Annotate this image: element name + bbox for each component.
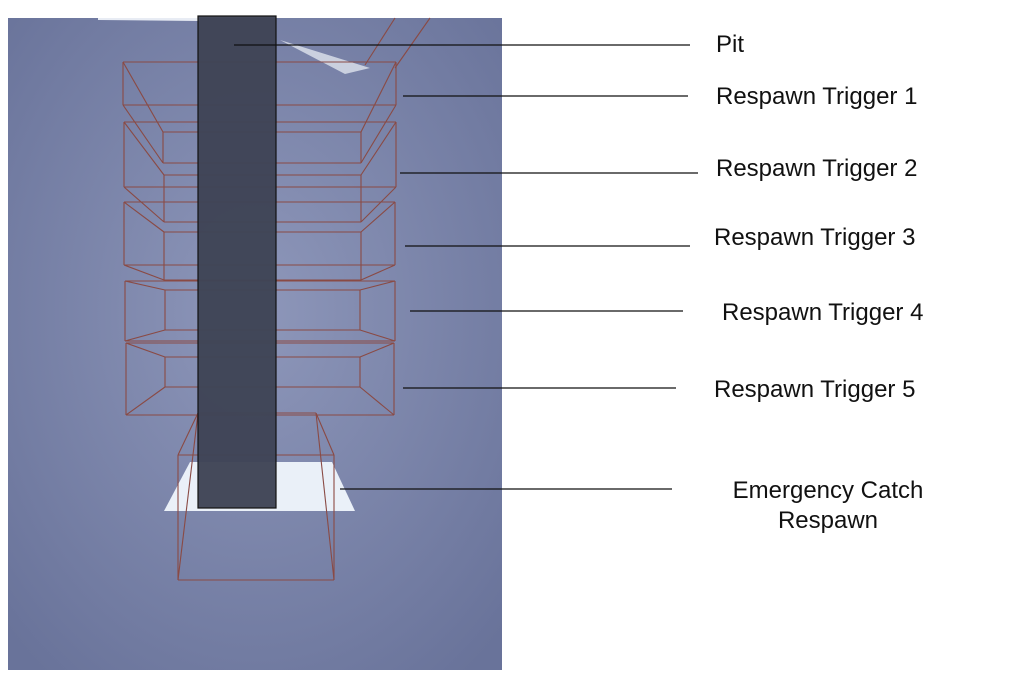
label-emergency-catch-line2: Respawn: [777, 507, 879, 534]
light-streak: [98, 18, 200, 21]
label-emergency-catch-line1: Emergency Catch: [732, 477, 924, 504]
catch-box-wireframe: [177, 412, 335, 581]
label-respawn-trigger-4: Respawn Trigger 4: [722, 299, 924, 326]
label-respawn-trigger-5: Respawn Trigger 5: [714, 376, 916, 403]
label-respawn-trigger-1: Respawn Trigger 1: [716, 83, 918, 110]
leader-lines: [234, 44, 698, 490]
label-pit: Pit: [716, 31, 745, 58]
catch-box: [177, 412, 335, 581]
label-respawn-trigger-3: Respawn Trigger 3: [714, 224, 916, 251]
pit-column: [197, 15, 277, 509]
label-emergency-catch: Emergency Catch Respawn: [708, 476, 948, 536]
label-respawn-trigger-2: Respawn Trigger 2: [716, 155, 918, 182]
light-streak: [280, 40, 370, 74]
